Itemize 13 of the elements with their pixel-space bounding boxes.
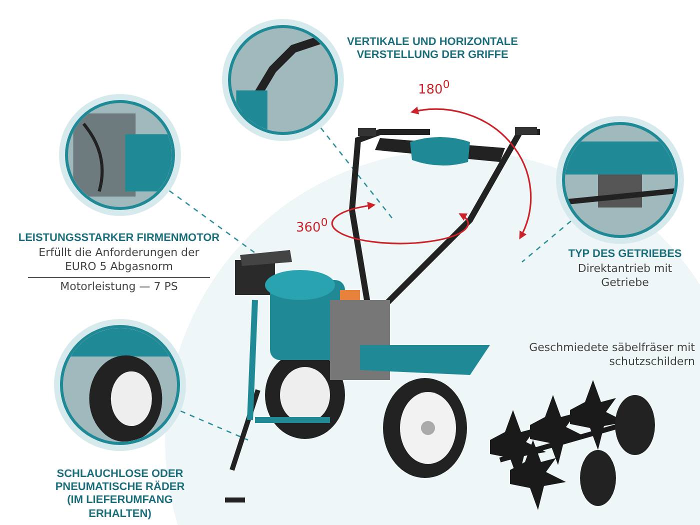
feature-description: Direktantrieb mit Getriebe bbox=[576, 262, 674, 290]
feature-heading: VERTIKALE UND HORIZONTALE VERSTELLUNG DER GRIFFE bbox=[346, 36, 519, 62]
angle-label: 360$^{0}$ bbox=[296, 216, 329, 237]
feature-heading: SCHLAUCHLOSE ODER PNEUMATISCHE RÄDER (IM LIEFERUMFANG ERHALTEN) bbox=[54, 468, 186, 521]
feature-description: Motorleistung — 7 PS bbox=[59, 280, 179, 294]
feature-heading: LEISTUNGSSTARKER FIRMENMOTOR bbox=[17, 232, 221, 246]
feature-description: Erfüllt die Anforderungen der EURO 5 Abgasnorm bbox=[38, 246, 200, 274]
part-caption: Geschmiedete säbelfräser mit schutzschildern bbox=[528, 341, 695, 368]
feature-heading: TYP DES GETRIEBES bbox=[567, 248, 683, 262]
leader-line bbox=[522, 220, 572, 262]
leader-line bbox=[320, 127, 392, 218]
angle-label: 180$^{0}$ bbox=[418, 78, 451, 99]
leader-line bbox=[180, 410, 248, 441]
